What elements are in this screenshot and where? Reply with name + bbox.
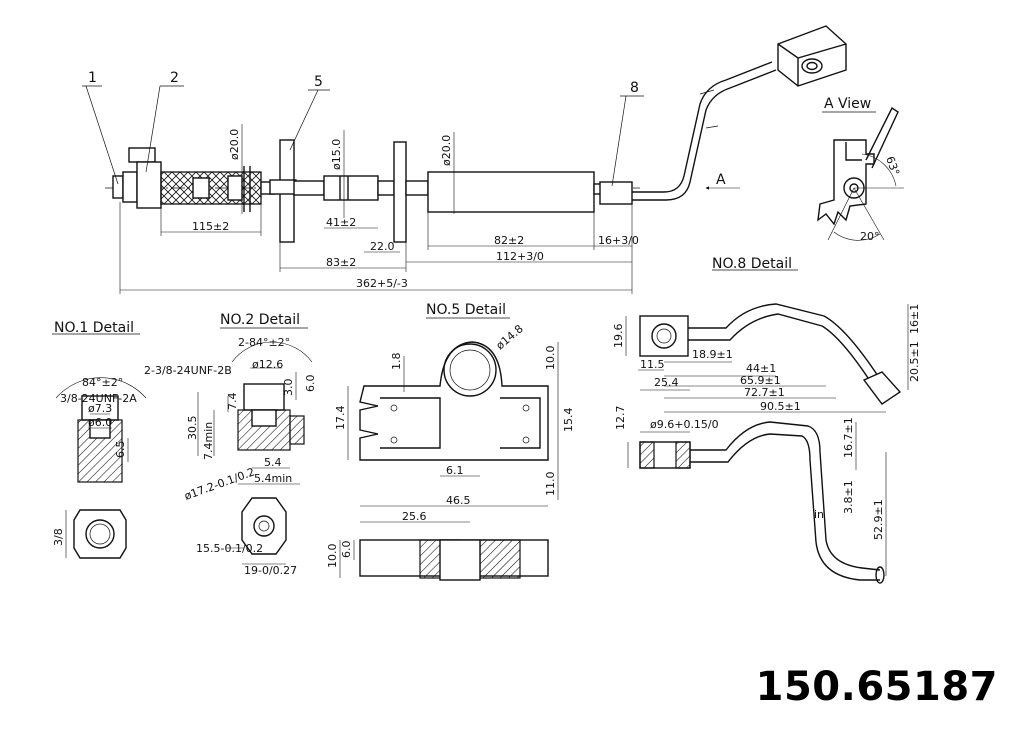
no2-detail-title: NO.2 Detail bbox=[220, 312, 300, 328]
dim-no8-rise-2: 20.5±1 bbox=[908, 341, 921, 382]
dim-main-fitting-length: 16+3/0 bbox=[598, 234, 639, 247]
dim-no1-hex: 3/8 bbox=[52, 528, 65, 546]
dim-no8-side-offset: 3.8±1 bbox=[842, 480, 855, 514]
no8-detail bbox=[625, 269, 909, 584]
dim-no8-hole-offset: 11.5 bbox=[640, 358, 665, 371]
dim-main-hose-length: 115±2 bbox=[192, 220, 229, 233]
dim-no8-rise-1: 16±1 bbox=[908, 304, 921, 334]
no1-detail-title: NO.1 Detail bbox=[54, 320, 134, 336]
callout-5: 5 bbox=[314, 74, 323, 90]
dim-no8-side-height: 12.7 bbox=[614, 406, 627, 431]
dim-no2-length: 30.5 bbox=[186, 416, 199, 441]
dim-no8-block-height: 19.6 bbox=[612, 324, 625, 349]
callout-8: 8 bbox=[630, 80, 639, 96]
dim-no8-len-2: 44±1 bbox=[746, 362, 776, 375]
dim-no2-hex-width: 19-0/0.27 bbox=[244, 564, 297, 577]
dim-no1-thread: 3/8-24UNF-2A bbox=[60, 392, 137, 405]
no1-detail bbox=[52, 333, 147, 559]
dim-no8-len-1: 18.9±1 bbox=[692, 348, 733, 361]
dim-main-dia-3: ø20.0 bbox=[440, 135, 453, 166]
dim-no5-inner-thickness: 6.0 bbox=[340, 541, 353, 559]
dim-no5-center-width: 25.6 bbox=[402, 510, 427, 523]
a-view bbox=[817, 106, 904, 241]
callout-2: 2 bbox=[170, 70, 179, 86]
dim-main-sleeve-length: 41±2 bbox=[326, 216, 356, 229]
dim-no1-angle: 84°±2° bbox=[82, 376, 123, 389]
dim-no2-dia: ø12.6 bbox=[252, 358, 283, 371]
dim-no5-lip: 1.8 bbox=[390, 353, 403, 371]
tube-end-block bbox=[777, 25, 847, 87]
dim-no1-depth: 6.5 bbox=[114, 441, 127, 459]
callout-1: 1 bbox=[88, 70, 97, 86]
view-arrow-label: A bbox=[716, 172, 726, 188]
dim-no1-dia-2: ø6.0 bbox=[88, 416, 112, 429]
dim-no8-side-rise: 16.7±1 bbox=[842, 417, 855, 458]
dim-no1-dia-1: ø7.3 bbox=[88, 402, 112, 415]
dim-no5-bottom-height: 11.0 bbox=[544, 472, 557, 497]
no5-detail-title: NO.5 Detail bbox=[426, 302, 506, 318]
dim-main-dia-1: ø20.0 bbox=[228, 129, 241, 160]
dim-no8-block-width: 25.4 bbox=[654, 376, 679, 389]
dim-no8-len-3: 65.9±1 bbox=[740, 374, 781, 387]
no8-detail-title: NO.8 Detail bbox=[712, 256, 792, 272]
dim-main-dia-2: ø15.0 bbox=[330, 139, 343, 170]
dim-no5-thickness: 10.0 bbox=[326, 544, 339, 569]
dim-main-overall-length: 362+5/-3 bbox=[356, 277, 408, 290]
dim-no2-depth-2: 6.0 bbox=[304, 375, 317, 393]
main-assembly-view bbox=[82, 25, 847, 294]
dim-no2-depth-3: 7.4 bbox=[226, 393, 239, 411]
dim-no2-width: 5.4 bbox=[264, 456, 282, 469]
dim-no5-overall-width: 46.5 bbox=[446, 494, 471, 507]
dim-no5-slot-width: 6.1 bbox=[446, 464, 464, 477]
note-no8-inside: in bbox=[814, 508, 824, 521]
dim-a-view-angle-1: 63° bbox=[883, 155, 902, 178]
dim-no8-bore-dia: ø9.6+0.15/0 bbox=[650, 418, 719, 431]
dim-no5-left-height: 17.4 bbox=[334, 406, 347, 431]
no2-detail bbox=[197, 327, 313, 565]
dim-no2-thread: 2-3/8-24UNF-2B bbox=[144, 364, 232, 377]
dim-no5-hole-dia: ø14.8 bbox=[494, 322, 526, 352]
dim-no5-right-height: 15.4 bbox=[562, 408, 575, 433]
dim-no8-side-drop: 52.9±1 bbox=[872, 499, 885, 540]
dim-no8-len-4: 72.7±1 bbox=[744, 386, 785, 399]
dim-no2-min-depth: 7.4min bbox=[202, 422, 215, 460]
dim-main-bracket-span: 83±2 bbox=[326, 256, 356, 269]
no5-detail bbox=[339, 317, 559, 581]
dim-a-view-angle-2: 20° bbox=[860, 230, 880, 243]
dim-no2-min-width: 5.4min bbox=[254, 472, 292, 485]
dim-no8-len-5: 90.5±1 bbox=[760, 400, 801, 413]
part-number: 150.65187 bbox=[755, 664, 998, 710]
dim-no2-angle: 2-84°±2° bbox=[238, 336, 290, 349]
dim-main-gap: 22.0 bbox=[370, 240, 395, 253]
dim-no5-top-height: 10.0 bbox=[544, 346, 557, 371]
dim-no2-depth-1: 3.0 bbox=[282, 379, 295, 397]
dim-main-tube-span: 112+3/0 bbox=[496, 250, 544, 263]
dim-main-tube-length: 82±2 bbox=[494, 234, 524, 247]
dim-no2-hex-flat: 15.5-0.1/0.2 bbox=[196, 542, 263, 555]
a-view-title: A View bbox=[824, 96, 871, 112]
